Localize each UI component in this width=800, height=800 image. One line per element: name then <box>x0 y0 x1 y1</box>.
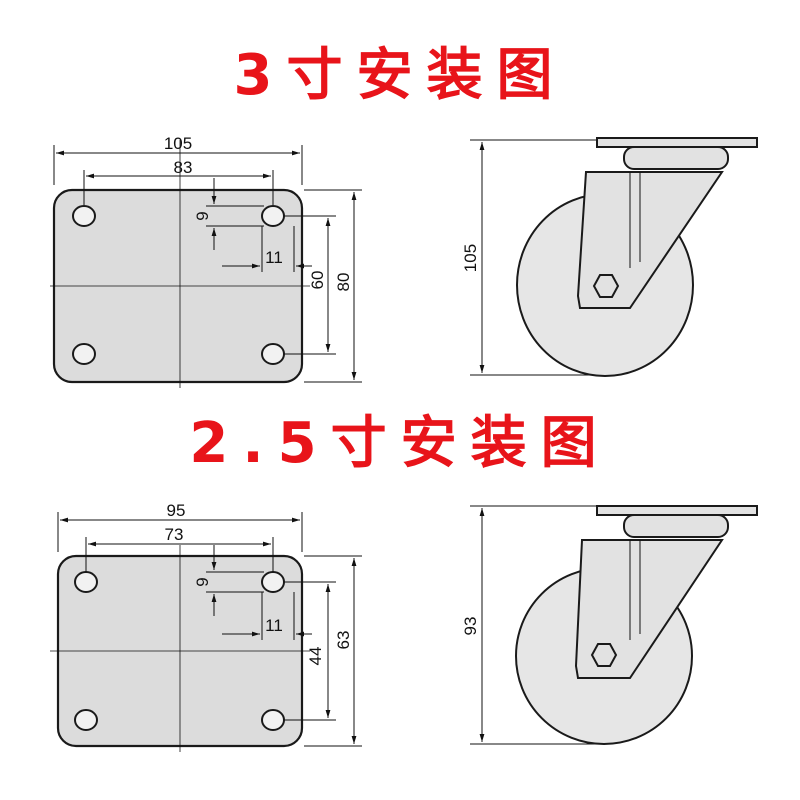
fork <box>576 171 724 309</box>
dim-plate-height: 80 <box>334 273 353 292</box>
mounting-hole <box>72 205 96 227</box>
dim-hole-offset-y: 9 <box>193 577 212 586</box>
mounting-hole <box>261 343 285 365</box>
bottom-caster-side-view: 93 <box>461 505 758 745</box>
swivel-bearing <box>623 514 729 538</box>
swivel-bearing <box>623 146 729 170</box>
title-3-inch-installation: 3寸安装图 <box>233 43 567 108</box>
top-plate <box>596 137 758 148</box>
dim-hole-spacing-x: 83 <box>174 158 193 177</box>
dim-hole-offset-y: 9 <box>193 211 212 220</box>
dim-plate-width: 95 <box>167 501 186 520</box>
dim-hole-offset-x: 11 <box>265 616 283 635</box>
dim-caster-height: 105 <box>461 244 480 272</box>
axle-nut <box>592 274 620 298</box>
axle-nut <box>590 643 618 667</box>
dim-hole-spacing-y: 44 <box>306 647 325 666</box>
mounting-hole <box>261 709 285 731</box>
dim-plate-width: 105 <box>164 134 192 153</box>
title-2.5-inch-installation: 2.5寸安装图 <box>189 411 611 476</box>
fork <box>574 539 724 679</box>
mounting-hole <box>74 709 98 731</box>
dim-hole-spacing-x: 73 <box>165 525 184 544</box>
mounting-hole <box>74 571 98 593</box>
top-plate <box>596 505 758 516</box>
dim-plate-height: 63 <box>334 631 353 650</box>
bottom-plate-drawing: 95 73 9 11 44 63 <box>50 501 362 752</box>
dim-hole-spacing-y: 60 <box>308 271 327 290</box>
mounting-hole <box>261 205 285 227</box>
top-plate-drawing: 105 83 9 11 60 80 <box>50 134 362 388</box>
dim-hole-offset-x: 11 <box>265 248 283 267</box>
mounting-hole <box>261 571 285 593</box>
dim-caster-height: 93 <box>461 617 480 636</box>
top-caster-side-view: 105 <box>461 137 758 377</box>
mounting-hole <box>72 343 96 365</box>
